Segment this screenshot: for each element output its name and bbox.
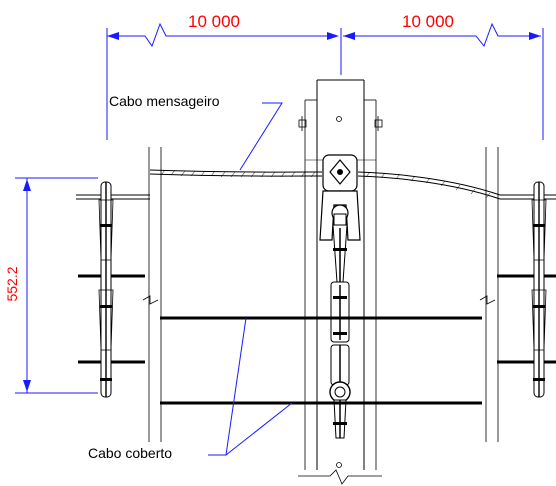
messenger-clamp [319,154,361,241]
dimension-line-right [343,22,541,48]
dim-text-vertical: 552.2 [4,266,20,301]
spacer-left [98,181,114,398]
arrowhead [23,380,31,392]
label-messenger-cable: Cabo mensageiro [109,93,220,109]
dimension-top: 10 000 10 000 [106,12,544,140]
span-guides [142,147,499,442]
arrowhead [529,32,541,40]
dim-text-span-right: 10 000 [402,12,454,31]
pole [298,79,383,485]
leader-line-covered-1 [208,317,247,456]
dim-text-span-left: 10 000 [188,12,240,31]
arrowhead [343,32,355,40]
leader-line-covered-2 [225,402,293,456]
dimension-vertical: 552.2 [4,177,98,394]
center-hardware-column [329,224,351,439]
arrowhead [327,32,339,40]
messenger-cable [76,169,556,200]
spacer-right [531,181,547,398]
arrowhead [107,32,119,40]
leader-line-messenger [239,102,283,171]
covered-cables [78,274,556,405]
dimension-line-left [107,22,335,48]
arrowhead [23,179,31,191]
label-covered: Cabo coberto [88,317,293,461]
label-covered-cable: Cabo coberto [88,445,172,461]
label-messenger: Cabo mensageiro [109,93,283,171]
